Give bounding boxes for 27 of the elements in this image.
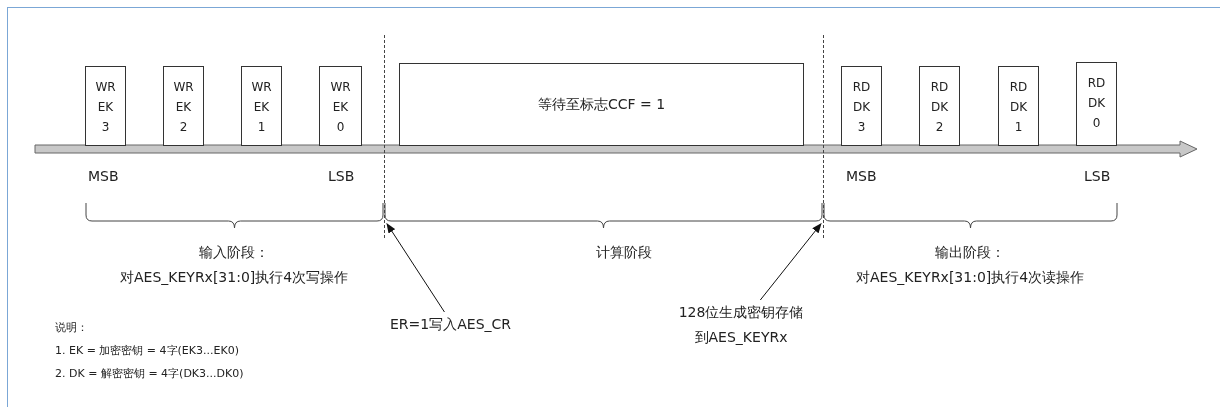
phase-description: 对AES_KEYRx[31:0]执行4次读操作 (856, 269, 1085, 287)
callout-text: 128位生成密钥存储到AES_KEYRx (672, 300, 810, 350)
wait-box: 等待至标志CCF = 1 (399, 63, 804, 146)
register-box: WR EK 1 (241, 66, 282, 146)
leader-arrow (386, 222, 445, 313)
register-box: RD DK 0 (1076, 62, 1117, 146)
callout-text: ER=1写入AES_CR (390, 312, 512, 337)
register-box: RD DK 3 (841, 66, 882, 146)
leader-arrow (759, 223, 822, 301)
register-box: WR EK 2 (163, 66, 204, 146)
bit-label: MSB (88, 168, 119, 184)
register-box: RD DK 2 (919, 66, 960, 146)
bit-label: MSB (846, 168, 877, 184)
phase-label: 计算阶段 (596, 244, 652, 262)
bit-label: LSB (1084, 168, 1111, 184)
register-box: WR EK 3 (85, 66, 126, 146)
note-text: 1. EK = 加密密钥 = 4字(EK3...EK0) (55, 343, 239, 358)
register-box: WR EK 0 (319, 66, 362, 146)
phase-label: 输入阶段： (199, 244, 269, 262)
dashed-line (823, 35, 824, 238)
phase-description: 对AES_KEYRx[31:0]执行4次写操作 (120, 269, 349, 287)
dashed-line (384, 35, 385, 238)
phase-label: 输出阶段： (935, 244, 1005, 262)
note-heading: 说明： (55, 320, 88, 335)
note-text: 2. DK = 解密密钥 = 4字(DK3...DK0) (55, 366, 244, 381)
register-box: RD DK 1 (998, 66, 1039, 146)
bit-label: LSB (328, 168, 355, 184)
